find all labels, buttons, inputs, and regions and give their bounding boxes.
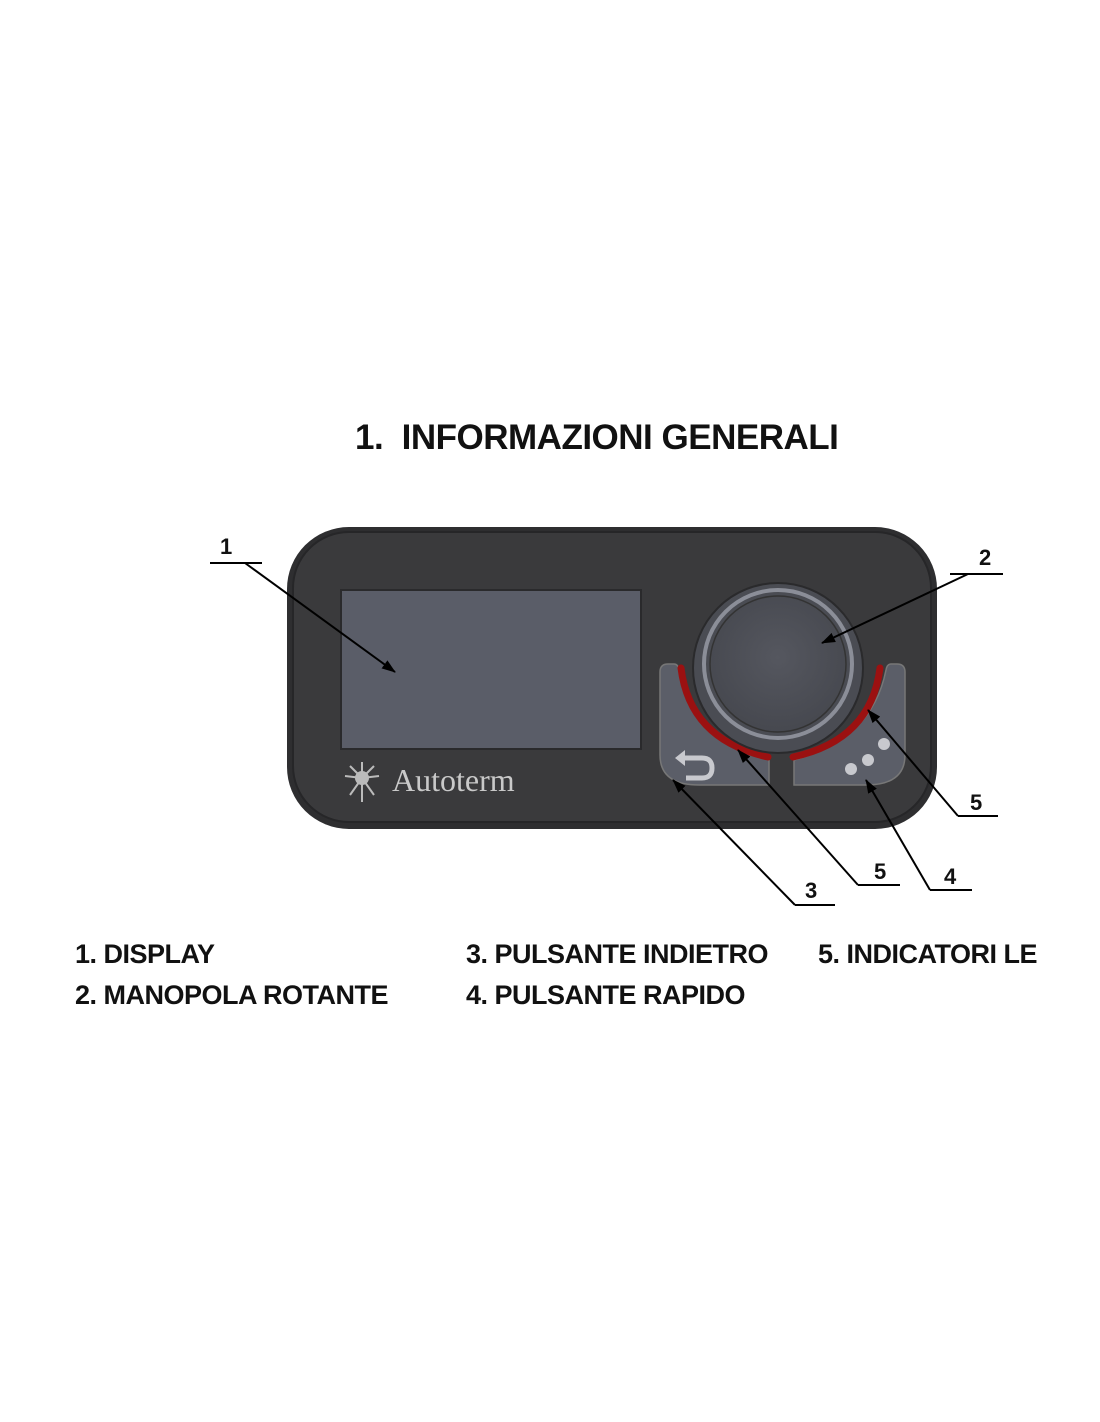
led-indicator-right (789, 664, 884, 761)
callout-3: 3 (805, 878, 817, 903)
callout-2: 2 (979, 545, 991, 570)
legend-item-led-indicators: 5. INDICATORI LE (818, 939, 1038, 969)
section-title: 1. INFORMAZIONI GENERALI (355, 418, 839, 457)
display-screen (340, 589, 642, 750)
callout-4: 4 (944, 864, 957, 889)
callout-1: 1 (220, 534, 232, 559)
rotary-knob[interactable] (692, 582, 864, 754)
led-indicator-left (677, 664, 772, 761)
legend-item-back-button: 3. PULSANTE INDIETRO (466, 939, 769, 969)
legend-item-display: 1. DISPLAY (75, 939, 215, 969)
legend-item-quick-button: 4. PULSANTE RAPIDO (466, 980, 746, 1010)
callout-5-right: 5 (970, 790, 982, 815)
brand-name: Autoterm (392, 762, 515, 798)
back-arrow-head-icon (675, 750, 685, 766)
quick-button[interactable] (793, 663, 906, 786)
legend-item-knob: 2. MANOPOLA ROTANTE (75, 980, 389, 1010)
autoterm-logo: Autoterm (344, 762, 515, 802)
back-arrow-icon (682, 755, 715, 781)
callout-5-middle: 5 (874, 859, 886, 884)
dots-icon (845, 738, 890, 775)
